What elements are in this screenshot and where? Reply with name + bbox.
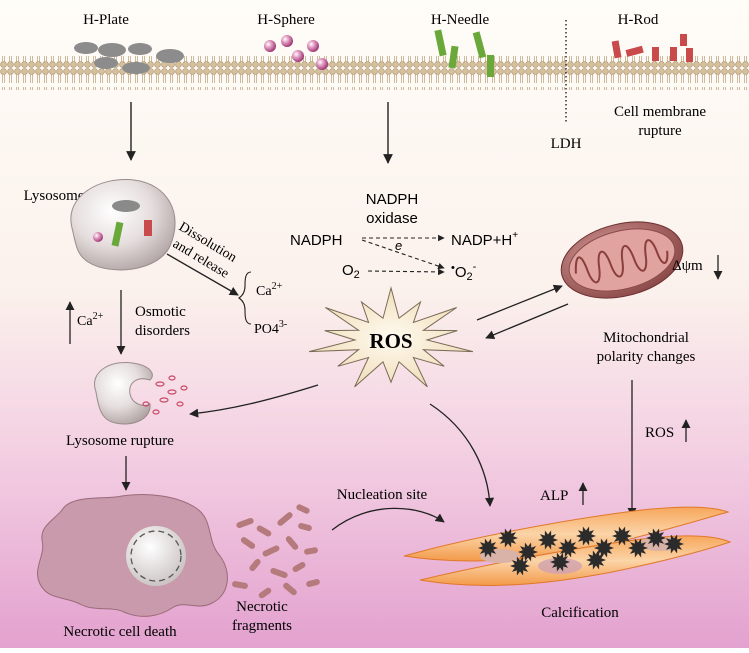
label-membrane-potential: Δψm — [672, 258, 703, 274]
label-ion-po4: PO43- — [254, 319, 287, 337]
label-nadph-oxidase-2: oxidase — [366, 210, 418, 227]
rod-particles — [611, 34, 693, 62]
necrotic-cell — [37, 494, 228, 617]
label-nadph-oxidase-1: NADPH — [366, 191, 419, 208]
label-membrane-rupture-1: Cell membrane — [614, 104, 706, 120]
label-calcification: Calcification — [541, 605, 619, 621]
arrow-nucleation — [331, 507, 445, 531]
label-h-plate: H-Plate — [83, 12, 129, 28]
label-necrotic-death: Necrotic cell death — [63, 624, 177, 640]
arrow-dissolution — [166, 253, 239, 296]
calcium-crystal — [550, 552, 570, 572]
mitochondrion — [560, 221, 684, 299]
sphere-particles — [264, 35, 328, 70]
label-nadp-product: NADP+H+ — [451, 230, 518, 249]
label-calcium-up: Ca2+ — [77, 311, 104, 329]
label-necrotic-fragments-2: fragments — [232, 618, 292, 634]
calcium-crystal — [576, 526, 596, 546]
label-ros-up: ROS — [645, 425, 674, 441]
arrow-oxygen-reduction — [367, 268, 445, 276]
label-lysosome: Lysosome — [24, 188, 85, 204]
lysosome — [70, 178, 176, 271]
label-ion-ca: Ca2+ — [256, 281, 283, 299]
label-electron: e — [395, 238, 402, 253]
label-h-sphere: H-Sphere — [257, 12, 315, 28]
calcium-crystal — [664, 534, 684, 554]
label-alp: ALP — [540, 488, 568, 504]
label-oxygen: O2 — [342, 262, 360, 281]
label-mito-polarity-2: polarity changes — [597, 349, 696, 365]
plate-particles — [74, 42, 184, 74]
arrow-mito-to-ros — [485, 303, 569, 340]
calcium-crystal — [628, 538, 648, 558]
ion-brace — [238, 271, 252, 325]
label-h-needle: H-Needle — [431, 12, 490, 28]
calcium-crystals — [478, 526, 684, 576]
arrow-ros-to-calcification — [429, 403, 495, 507]
calcium-crystal — [612, 526, 632, 546]
needle-particles — [434, 29, 494, 77]
label-nadph-substrate: NADPH — [290, 232, 343, 249]
label-lysosome-rupture: Lysosome rupture — [66, 433, 174, 449]
label-ldh: LDH — [551, 136, 582, 152]
label-ros: ROS — [369, 329, 412, 353]
calcium-crystal — [646, 528, 666, 548]
label-h-rod: H-Rod — [618, 12, 659, 28]
arrow-ros-to-rupture — [189, 384, 319, 418]
ruptured-lysosome — [94, 362, 188, 425]
cell-membrane — [0, 56, 749, 90]
label-membrane-rupture-2: rupture — [638, 123, 682, 139]
label-superoxide: •O2- — [451, 261, 477, 283]
arrow-ros-to-mito — [476, 284, 563, 321]
calcium-crystal — [538, 530, 558, 550]
calcifying-cells — [403, 506, 732, 586]
label-osmotic-2: disorders — [135, 323, 190, 339]
calcium-crystal — [586, 550, 606, 570]
necrotic-fragments — [232, 504, 320, 599]
arrow-electron-transfer — [361, 239, 445, 270]
calcium-crystal — [510, 556, 530, 576]
label-mito-polarity-1: Mitochondrial — [603, 330, 689, 346]
ros-burst — [308, 285, 474, 388]
calcium-crystal — [478, 538, 498, 558]
label-necrotic-fragments-1: Necrotic — [236, 599, 288, 615]
calcium-crystal — [498, 528, 518, 548]
label-osmotic-1: Osmotic — [135, 304, 186, 320]
label-nucleation-site: Nucleation site — [337, 487, 428, 503]
